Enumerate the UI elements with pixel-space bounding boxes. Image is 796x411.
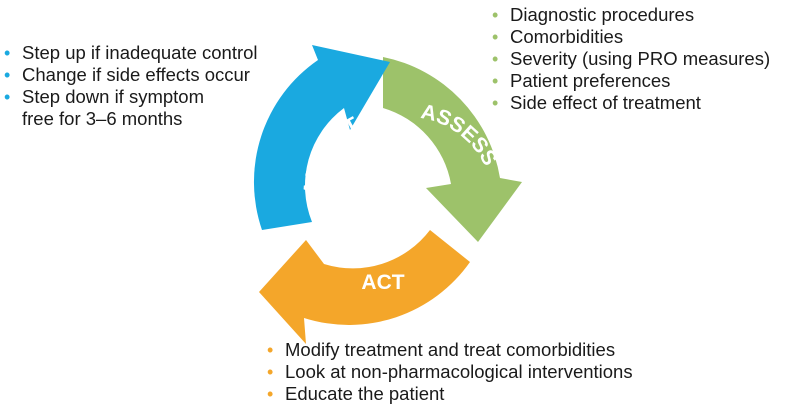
list-item: • Step up if inadequate control <box>0 42 258 64</box>
list-item-text: Look at non-pharmacological intervention… <box>285 361 633 382</box>
list-item: • Educate the patient <box>263 383 633 405</box>
bullet-icon: • <box>267 340 274 360</box>
assess-bullet-list: • Diagnostic procedures • Comorbidities … <box>488 4 770 114</box>
bullet-icon: • <box>4 87 11 107</box>
list-item-text: Patient preferences <box>510 70 671 91</box>
bullet-icon: • <box>492 49 499 69</box>
adjust-bullet-list: • Step up if inadequate control • Change… <box>0 42 258 130</box>
list-item: • Severity (using PRO measures) <box>488 48 770 70</box>
list-item-text: Diagnostic procedures <box>510 4 695 25</box>
bullet-icon: • <box>267 384 274 404</box>
list-item-text: Educate the patient <box>285 383 445 404</box>
bullet-icon: • <box>492 71 499 91</box>
list-item-continuation: free for 3–6 months <box>22 108 183 129</box>
bullet-icon: • <box>492 5 499 25</box>
list-item: • Patient preferences <box>488 70 770 92</box>
list-item: • Look at non-pharmacological interventi… <box>263 361 633 383</box>
list-item: • Modify treatment and treat comorbiditi… <box>263 339 633 361</box>
list-item: • Comorbidities <box>488 26 770 48</box>
list-item: • Diagnostic procedures <box>488 4 770 26</box>
act-arrow <box>259 230 470 344</box>
list-item-text: Side effect of treatment <box>510 92 701 113</box>
bullet-icon: • <box>267 362 274 382</box>
bullet-icon: • <box>4 43 11 63</box>
act-bullet-list: • Modify treatment and treat comorbiditi… <box>263 339 633 405</box>
list-item-text: Change if side effects occur <box>22 64 250 85</box>
list-item-text: Step down if symptom <box>22 86 204 107</box>
bullet-icon: • <box>4 65 11 85</box>
list-item: • Side effect of treatment <box>488 92 770 114</box>
assess-arrow <box>383 57 522 242</box>
list-item: • Step down if symptom free for 3–6 mont… <box>0 86 258 130</box>
bullet-icon: • <box>492 27 499 47</box>
list-item-text: Severity (using PRO measures) <box>510 48 771 69</box>
act-label: ACT <box>361 271 404 294</box>
adjust-arrow <box>253 45 390 230</box>
list-item-text: Comorbidities <box>510 26 624 47</box>
list-item-text: Modify treatment and treat comorbidities <box>285 339 616 360</box>
bullet-icon: • <box>492 93 499 113</box>
list-item: • Change if side effects occur <box>0 64 258 86</box>
list-item-text: Step up if inadequate control <box>22 42 258 63</box>
